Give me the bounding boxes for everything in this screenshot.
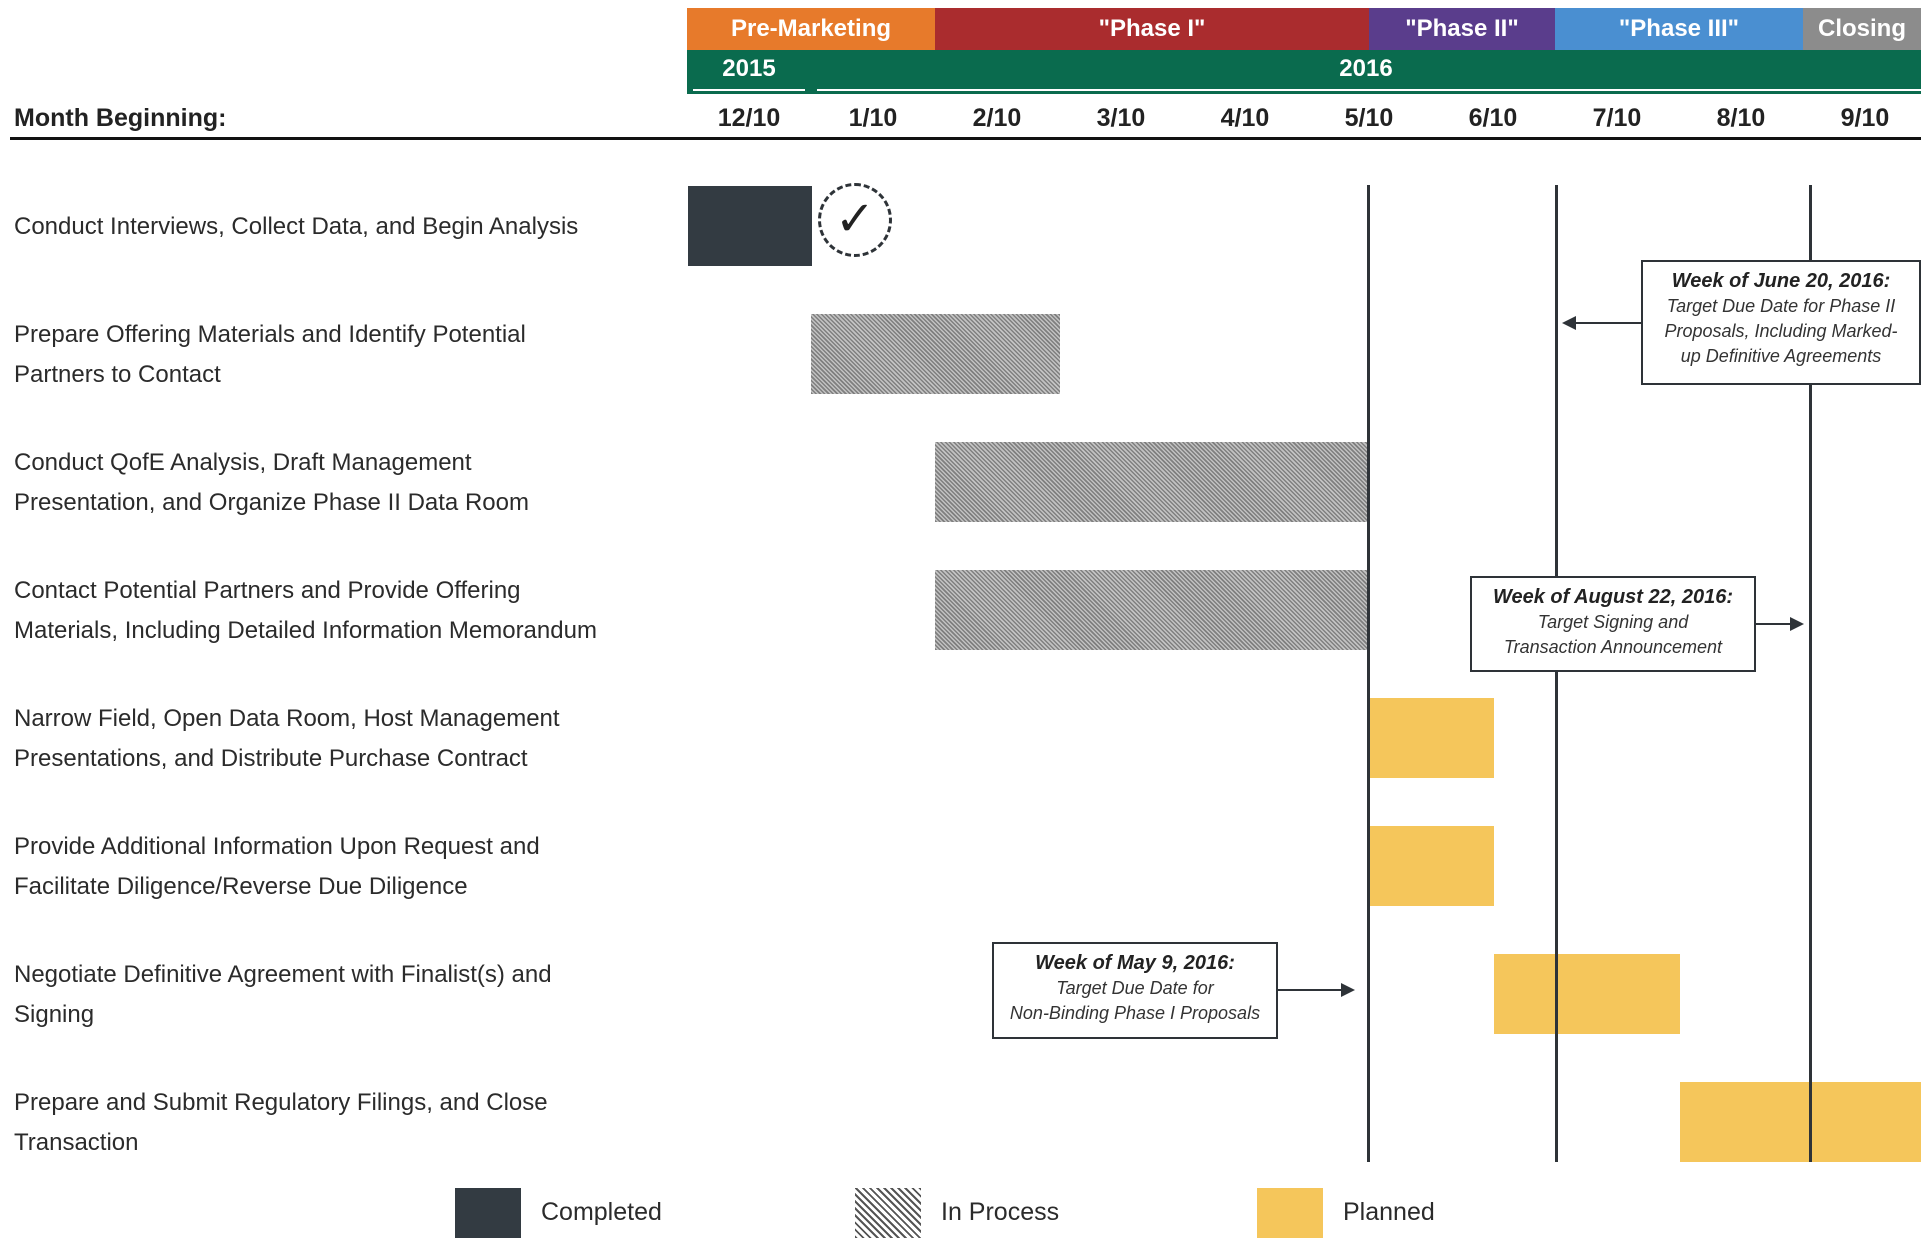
callout-arrow-right — [1756, 617, 1804, 631]
phase-band: Pre-Marketing "Phase I" "Phase II" "Phas… — [687, 8, 1921, 50]
callout-june-20: Week of June 20, 2016: Target Due Date f… — [1641, 260, 1921, 385]
legend-label-in-process: In Process — [941, 1198, 1060, 1226]
task-label-7: Negotiate Definitive Agreement with Fina… — [14, 955, 624, 1035]
month-tick: 5/10 — [1344, 104, 1394, 132]
task-label-2: Prepare Offering Materials and Identify … — [14, 315, 624, 395]
legend-label-completed: Completed — [541, 1198, 662, 1226]
task-label-line: Provide Additional Information Upon Requ… — [14, 833, 540, 860]
year-band: 2015 2016 — [687, 50, 1921, 94]
callout-text: Target Due Date for Phase II — [1666, 296, 1896, 316]
task-label-line: Partners to Contact — [14, 361, 221, 388]
phase-1: "Phase I" — [935, 8, 1369, 50]
gantt-bar-planned — [1680, 1082, 1921, 1162]
phase-pre-marketing: Pre-Marketing — [687, 8, 935, 50]
callout-text: Target Signing and — [1537, 612, 1689, 632]
legend-swatch-completed — [455, 1188, 521, 1238]
year-2016-rule — [817, 89, 1921, 91]
task-label-line: Presentations, and Distribute Purchase C… — [14, 745, 528, 772]
month-tick: 7/10 — [1592, 104, 1642, 132]
legend-swatch-in-process — [855, 1188, 921, 1238]
phase-3: "Phase III" — [1555, 8, 1803, 50]
month-tick: 4/10 — [1220, 104, 1270, 132]
task-label-line: Presentation, and Organize Phase II Data… — [14, 489, 529, 516]
phase-closing: Closing — [1803, 8, 1921, 50]
callout-august-22: Week of August 22, 2016: Target Signing … — [1470, 576, 1756, 672]
callout-title: Week of May 9, 2016: — [1035, 952, 1235, 974]
task-label-line: Transaction — [14, 1129, 139, 1156]
milestone-line-may — [1367, 185, 1370, 1162]
task-label-line: Prepare and Submit Regulatory Filings, a… — [14, 1089, 548, 1116]
gantt-bar-planned — [1494, 954, 1680, 1034]
month-tick: 2/10 — [972, 104, 1022, 132]
month-tick: 6/10 — [1468, 104, 1518, 132]
gantt-bar-planned — [1369, 826, 1494, 906]
month-tick: 3/10 — [1096, 104, 1146, 132]
year-2016-label: 2016 — [1339, 55, 1393, 82]
year-2015-rule — [693, 89, 805, 91]
gantt-bar-in-process — [811, 314, 1060, 394]
gantt-bar-in-process — [935, 570, 1369, 650]
header-rule — [10, 137, 1921, 140]
year-2015-label: 2015 — [722, 55, 776, 82]
callout-text: up Definitive Agreements — [1680, 346, 1882, 366]
task-label-line: Negotiate Definitive Agreement with Fina… — [14, 961, 552, 988]
task-label-5: Narrow Field, Open Data Room, Host Manag… — [14, 699, 624, 779]
callout-title: Week of June 20, 2016: — [1671, 270, 1891, 292]
task-label-line: Signing — [14, 1001, 95, 1028]
milestone-line-june — [1555, 185, 1558, 1162]
month-beginning-label: Month Beginning: — [14, 104, 227, 132]
task-label-line: Prepare Offering Materials and Identify … — [14, 321, 526, 348]
month-tick: 9/10 — [1840, 104, 1890, 132]
task-label-4: Contact Potential Partners and Provide O… — [14, 571, 624, 651]
callout-text: Transaction Announcement — [1503, 637, 1723, 657]
checkmark-icon: ✓ — [818, 183, 892, 257]
legend-swatch-planned — [1257, 1188, 1323, 1238]
task-label-line: Conduct Interviews, Collect Data, and Be… — [14, 213, 579, 240]
callout-text: Proposals, Including Marked- — [1664, 321, 1898, 341]
task-label-1: Conduct Interviews, Collect Data, and Be… — [14, 207, 624, 247]
callout-text: Non-Binding Phase I Proposals — [1009, 1003, 1261, 1023]
month-tick: 12/10 — [717, 104, 781, 132]
month-tick: 8/10 — [1716, 104, 1766, 132]
callout-text: Target Due Date for — [1056, 978, 1214, 998]
task-label-8: Prepare and Submit Regulatory Filings, a… — [14, 1083, 624, 1163]
callout-arrow-right — [1278, 983, 1355, 997]
task-label-line: Materials, Including Detailed Informatio… — [14, 617, 597, 644]
gantt-bar-planned — [1369, 698, 1494, 778]
task-label-line: Narrow Field, Open Data Room, Host Manag… — [14, 705, 560, 732]
gantt-bar-completed — [688, 186, 812, 266]
callout-may-9: Week of May 9, 2016: Target Due Date for… — [992, 942, 1278, 1039]
milestone-line-august — [1809, 185, 1812, 1162]
task-label-line: Contact Potential Partners and Provide O… — [14, 577, 521, 604]
month-tick: 1/10 — [848, 104, 898, 132]
gantt-bar-in-process — [935, 442, 1369, 522]
task-label-line: Facilitate Diligence/Reverse Due Diligen… — [14, 873, 468, 900]
legend-label-planned: Planned — [1343, 1198, 1435, 1226]
callout-title: Week of August 22, 2016: — [1492, 586, 1734, 608]
phase-2: "Phase II" — [1369, 8, 1555, 50]
callout-arrow-left — [1562, 316, 1641, 330]
task-label-6: Provide Additional Information Upon Requ… — [14, 827, 624, 907]
task-label-line: Conduct QofE Analysis, Draft Management — [14, 449, 472, 476]
